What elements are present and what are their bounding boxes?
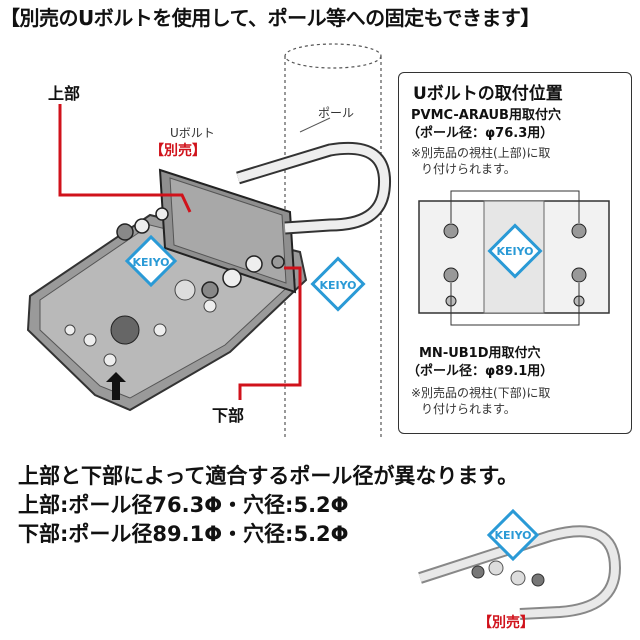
upper-leader-line	[58, 104, 192, 213]
page-title: 【別売のUボルトを使用して、ポール等への固定もできます】	[0, 6, 540, 30]
lower-label: 下部	[212, 406, 245, 425]
svg-text:KEIYO: KEIYO	[496, 245, 533, 258]
svg-text:KEIYO: KEIYO	[132, 256, 169, 269]
lower-note-1: ※別売品の視柱(下部)に取	[411, 386, 551, 400]
lower-diameter: （ポール径：φ89.1用）	[407, 364, 554, 379]
keiyo-watermark-left: KEIYO	[124, 234, 178, 288]
bessai-tag: 【別売】	[150, 143, 206, 159]
summary-lower: 下部:ポール径89.1Φ・穴径:5.2Φ	[18, 522, 349, 546]
lower-note-2: り付けられます。	[421, 402, 516, 416]
product-bessai-tag: 【別売】	[478, 615, 534, 631]
upper-diameter: （ポール径：φ76.3用）	[407, 126, 554, 141]
bracket-front-view: KEIYO	[418, 190, 610, 326]
pole-label: ポール	[318, 106, 355, 120]
upper-model: PVMC-ARAUB用取付穴	[411, 108, 561, 123]
lower-model: MN-UB1D用取付穴	[419, 346, 541, 361]
lower-leader-line	[238, 266, 302, 400]
panel-title: Uボルトの取付位置	[413, 84, 563, 104]
ubolt	[236, 141, 392, 235]
upper-label: 上部	[48, 84, 81, 103]
ubolt-product-image: KEIYO	[418, 508, 622, 620]
summary-upper: 上部:ポール径76.3Φ・穴径:5.2Φ	[18, 493, 349, 517]
mounting-diagram: KEIYO KEIYO	[26, 43, 392, 440]
summary-headline: 上部と下部によって適合するポール径が異なります。	[18, 464, 519, 488]
upper-note-1: ※別売品の視柱(上部)に取	[411, 146, 551, 160]
summary-block: 上部と下部によって適合するポール径が異なります。 上部:ポール径76.3Φ・穴径…	[18, 462, 628, 549]
ubolt-label: Uボルト	[170, 126, 215, 140]
keiyo-watermark-right: KEIYO	[310, 256, 366, 312]
upper-note-2: り付けられます。	[421, 162, 516, 176]
mounting-position-panel: Uボルトの取付位置 PVMC-ARAUB用取付穴 （ポール径：φ76.3用） ※…	[398, 72, 632, 434]
svg-text:KEIYO: KEIYO	[494, 529, 531, 542]
svg-text:KEIYO: KEIYO	[319, 279, 356, 292]
arrow-icon	[106, 372, 126, 400]
nuts-washers	[116, 207, 285, 299]
